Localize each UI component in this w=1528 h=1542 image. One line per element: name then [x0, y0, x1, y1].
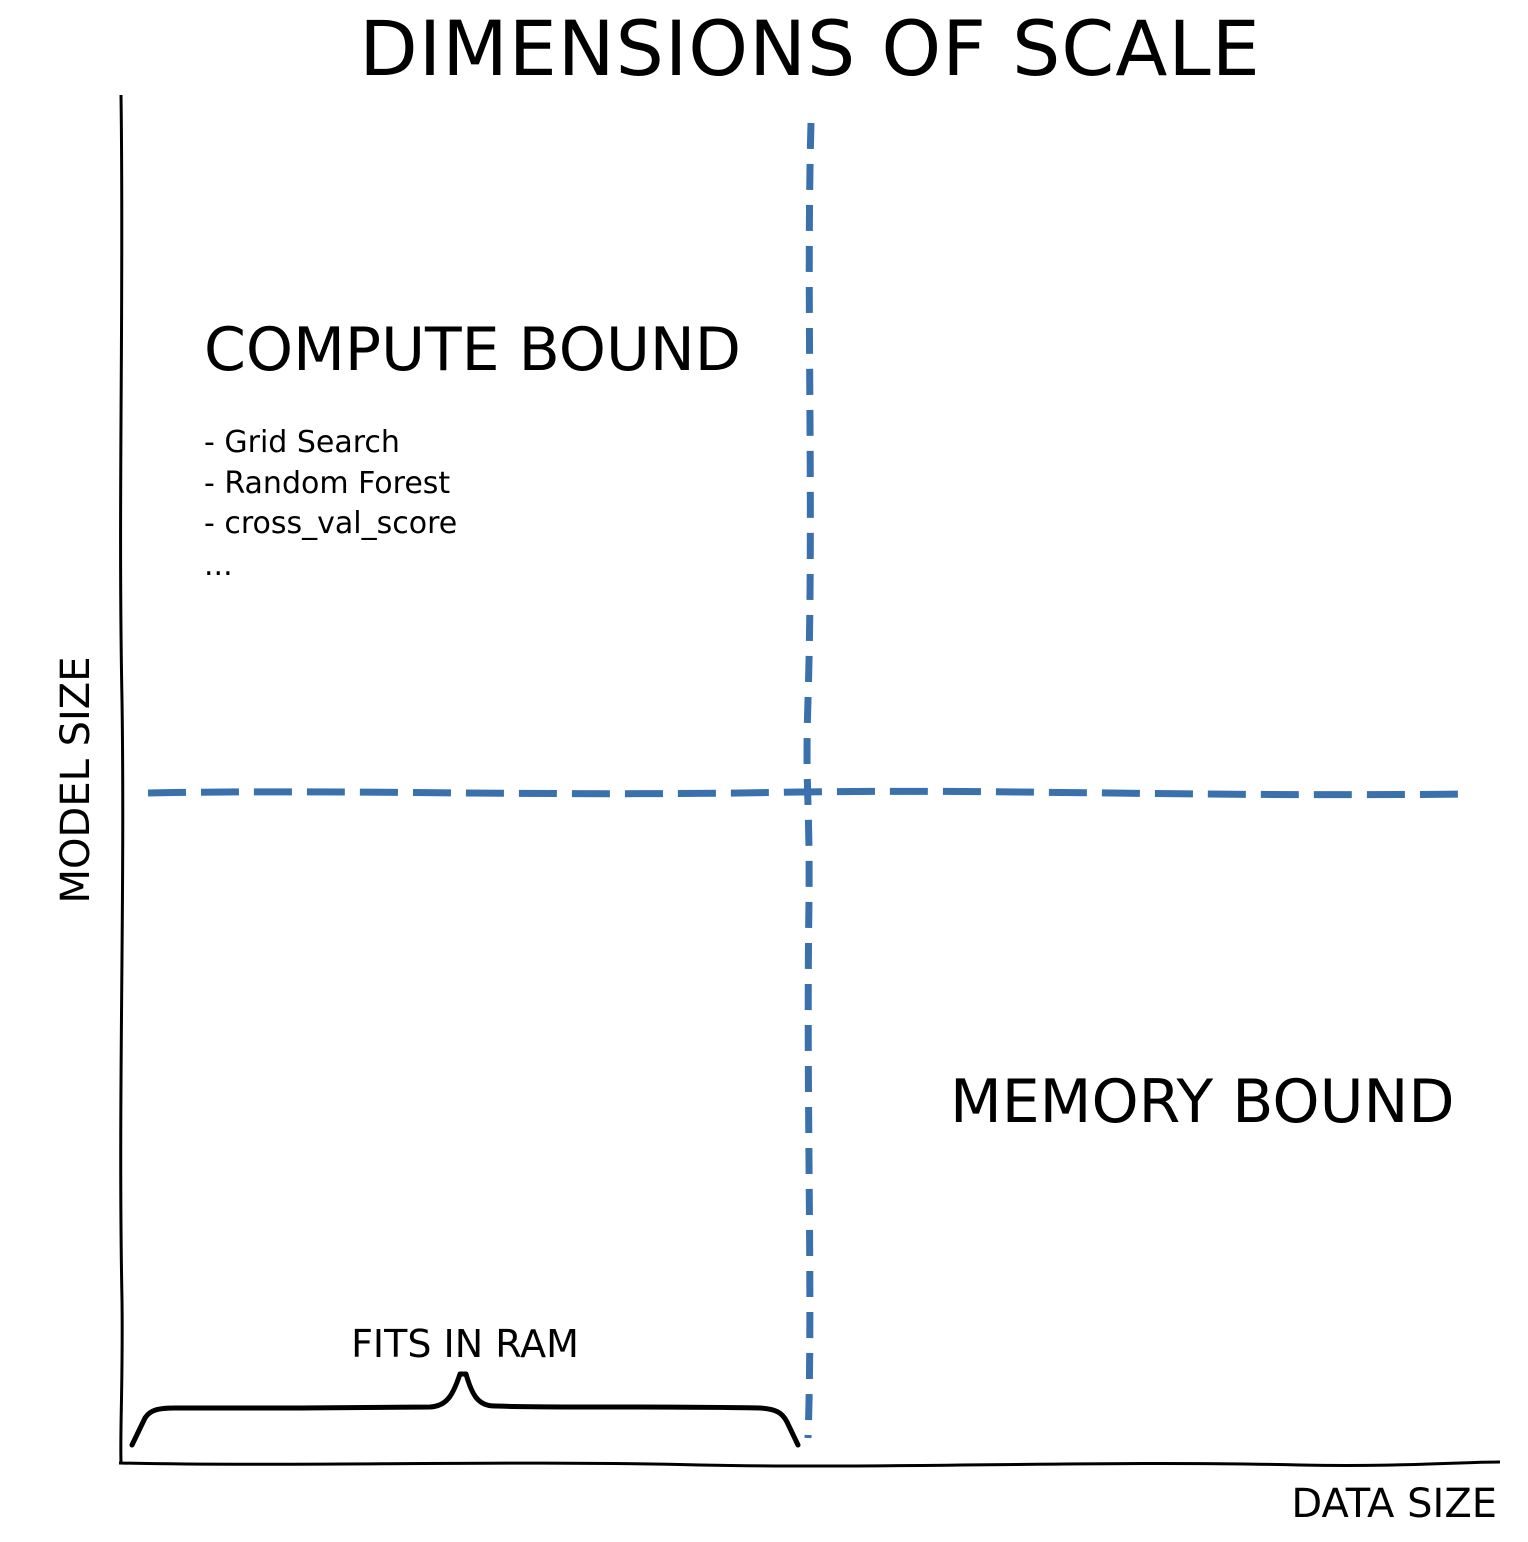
compute-item-1: - Grid Search [204, 425, 400, 460]
compute-item-2: - Random Forest [204, 466, 450, 501]
y-axis-line [119, 94, 125, 1463]
vertical-divider-line [803, 122, 815, 1439]
compute-item-4: ... [204, 548, 233, 583]
x-axis-label: DATA SIZE [1291, 1481, 1497, 1527]
compute-bound-label: COMPUTE BOUND [204, 315, 741, 385]
fits-in-ram-label: FITS IN RAM [351, 1322, 579, 1366]
memory-bound-label: MEMORY BOUND [950, 1067, 1455, 1137]
diagram-title: DIMENSIONS OF SCALE [359, 4, 1260, 93]
horizontal-divider-line [147, 787, 1471, 799]
compute-item-3: - cross_val_score [204, 506, 457, 541]
y-axis-label: MODEL SIZE [53, 657, 99, 904]
fits-in-ram-brace [129, 1371, 801, 1448]
x-axis-line [118, 1460, 1501, 1468]
